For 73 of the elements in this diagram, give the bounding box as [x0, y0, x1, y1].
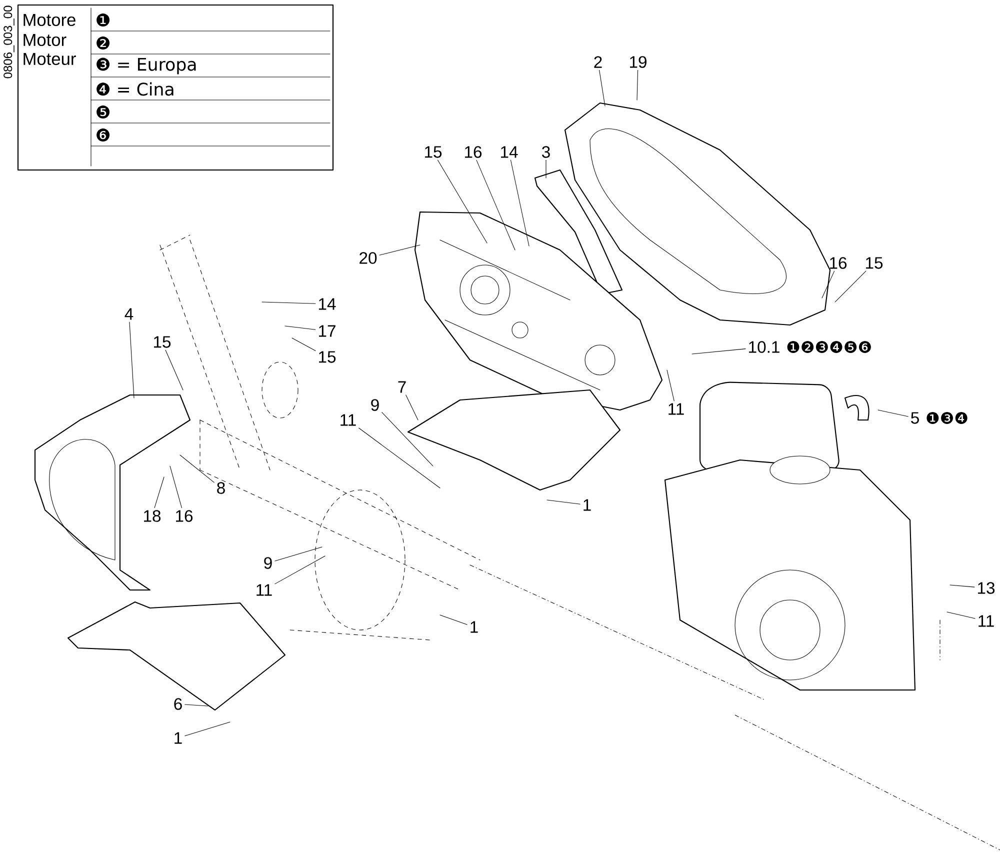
leader-line	[599, 70, 606, 106]
leader-line	[438, 160, 488, 244]
leader-line	[510, 160, 530, 246]
leader-line	[546, 500, 580, 504]
leader-line	[180, 454, 214, 483]
callout-number: 6	[174, 698, 182, 710]
leader-line	[666, 370, 674, 402]
table-text: ❶	[96, 14, 110, 26]
table-text: ❷	[96, 36, 110, 50]
callout-number: 15	[425, 146, 442, 158]
table-text: Motor	[24, 34, 66, 46]
callout-number: 19	[630, 56, 646, 68]
leader-line	[382, 412, 434, 466]
leader-line	[154, 476, 164, 508]
leader-line	[129, 322, 134, 398]
leader-line	[946, 612, 976, 619]
leader-line	[476, 160, 516, 250]
callout-number: 14	[319, 298, 336, 310]
callout-number: 11	[256, 584, 272, 596]
callout-number: 14	[501, 146, 518, 158]
leader-line	[440, 614, 468, 625]
table-text: ❹ = Cina	[96, 82, 174, 96]
callout-number: 15	[319, 351, 336, 363]
table-text: ❻	[96, 128, 110, 142]
callout-number: 10.1	[749, 341, 780, 353]
leader-line	[406, 394, 418, 420]
engine-codes: ❶❷❸❹❺❻	[787, 341, 871, 353]
callout-number: 13	[978, 582, 995, 594]
leader-line	[379, 244, 420, 256]
callout-number: 17	[319, 325, 336, 337]
leader-line	[834, 270, 866, 302]
leader-line	[636, 70, 638, 100]
leader-line	[292, 338, 316, 352]
leader-line	[878, 410, 908, 417]
leader-line	[184, 704, 208, 706]
callout-number: 1	[174, 732, 182, 744]
leader-line	[165, 350, 184, 390]
leader-line	[284, 326, 316, 330]
table-text: Moteur	[24, 52, 76, 66]
leader-line	[950, 584, 975, 588]
callout-number: 1	[584, 499, 591, 511]
callout-number: 9	[371, 399, 379, 411]
leader-line	[170, 466, 182, 508]
callout-number: 20	[360, 252, 377, 264]
callout-number: 4	[124, 308, 134, 320]
callout-number: 7	[398, 381, 406, 393]
leader-line	[358, 428, 440, 488]
callout-number: 5	[911, 412, 919, 424]
callout-number: 11	[668, 403, 684, 415]
callout-number: 16	[830, 257, 847, 269]
callout-number: 16	[465, 146, 482, 158]
callout-number: 8	[217, 482, 225, 494]
leader-line	[274, 556, 326, 584]
callout-number: 2	[594, 56, 602, 68]
leader-line	[262, 302, 316, 304]
leader-line	[274, 546, 322, 562]
callout-number: 11	[340, 414, 356, 426]
table-text: ❺	[96, 106, 110, 118]
leader-line	[692, 348, 746, 354]
callout-number: 15	[154, 336, 171, 348]
table-text: ❸ = Europa	[96, 58, 196, 74]
table-text: Motore	[24, 14, 76, 26]
callout-number: 3	[542, 146, 550, 158]
drawing-code: 0806_003_00	[4, 6, 14, 78]
callout-number: 9	[264, 557, 272, 569]
leader-line	[822, 270, 835, 298]
callout-number: 16	[176, 510, 193, 522]
callout-number: 18	[144, 510, 161, 522]
callout-number: 15	[866, 257, 883, 269]
leader-line	[184, 722, 230, 736]
callout-number: 11	[978, 615, 994, 627]
engine-codes: ❶❸❹	[926, 412, 968, 424]
callout-number: 1	[470, 621, 478, 633]
